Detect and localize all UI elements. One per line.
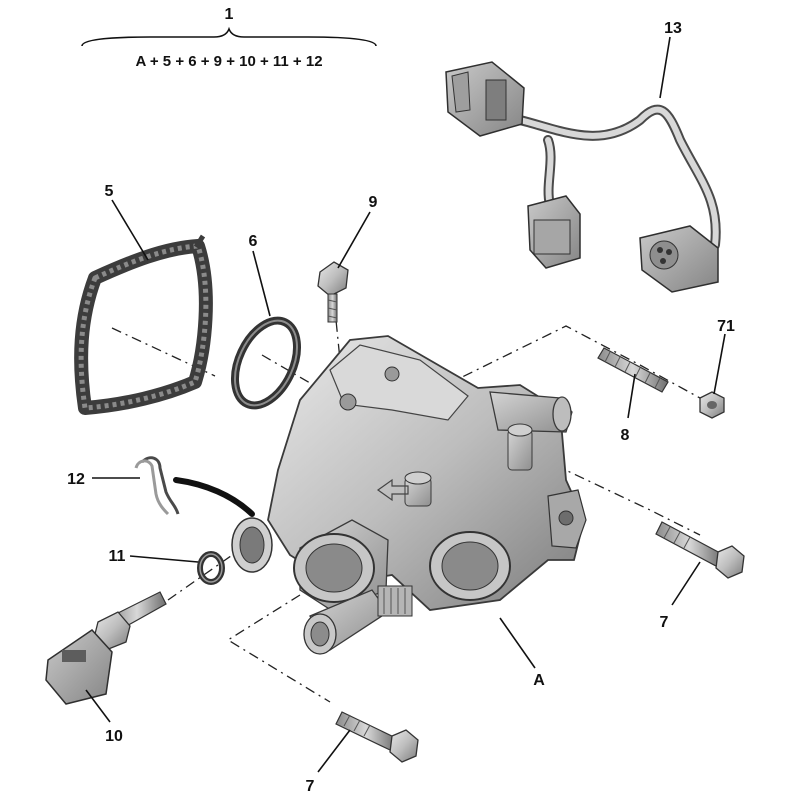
- callout-gasket: 5: [105, 183, 149, 261]
- callout-harness-label: 13: [664, 20, 682, 37]
- callout-o-ring: 6: [249, 233, 271, 317]
- temperature-sensor-part: [45, 591, 167, 705]
- callout-clip: 12: [67, 471, 140, 488]
- callout-o-ring-label: 6: [249, 233, 258, 250]
- nut-part: [699, 391, 725, 419]
- harness-connector-right: [639, 225, 719, 293]
- gasket-part: [74, 234, 213, 415]
- callout-nut-label: 71: [717, 318, 735, 335]
- callout-bleed-screw-label: 9: [369, 194, 378, 211]
- callout-housing: A: [499, 617, 545, 689]
- harness-connector-middle: [527, 195, 581, 269]
- callout-seal-ring: 11: [109, 548, 199, 565]
- assembly-header: 1 A + 5 + 6 + 9 + 10 + 11 + 12: [81, 6, 377, 70]
- callout-nut: 71: [713, 318, 735, 395]
- callout-bolt-right: 7: [660, 561, 701, 631]
- callout-gasket-label: 5: [105, 183, 114, 200]
- callout-stud-bolt: 8: [621, 373, 636, 444]
- wiring-harness-part: [445, 61, 721, 293]
- callout-clip-label: 12: [67, 471, 85, 488]
- callout-stud-bolt-label: 8: [621, 427, 630, 444]
- bolt-bottom-part: [335, 711, 419, 763]
- thermostat-housing-part: [231, 335, 587, 655]
- assembly-formula-label: A + 5 + 6 + 9 + 10 + 11 + 12: [135, 53, 322, 70]
- clip-part: [134, 456, 255, 517]
- harness-connector-top: [445, 61, 525, 137]
- callout-harness: 13: [659, 20, 682, 99]
- bolt-right-part: [655, 521, 745, 579]
- callout-seal-ring-label: 11: [109, 548, 126, 565]
- callout-bleed-screw: 9: [337, 194, 378, 269]
- o-ring-part: [231, 316, 301, 410]
- seal-ring-part: [197, 551, 225, 585]
- assembly-number-label: 1: [225, 6, 234, 23]
- callout-temperature-sensor-label: 10: [105, 728, 123, 745]
- stud-bolt-part: [597, 347, 669, 393]
- assembly-brace: [81, 26, 377, 47]
- callout-bolt-right-label: 7: [660, 614, 669, 631]
- callout-bolt-bottom-label: 7: [306, 778, 315, 795]
- callout-temperature-sensor: 10: [85, 689, 123, 745]
- callout-housing-label: A: [533, 672, 545, 689]
- bleed-screw-part: [317, 261, 349, 323]
- callout-bolt-bottom: 7: [306, 729, 351, 795]
